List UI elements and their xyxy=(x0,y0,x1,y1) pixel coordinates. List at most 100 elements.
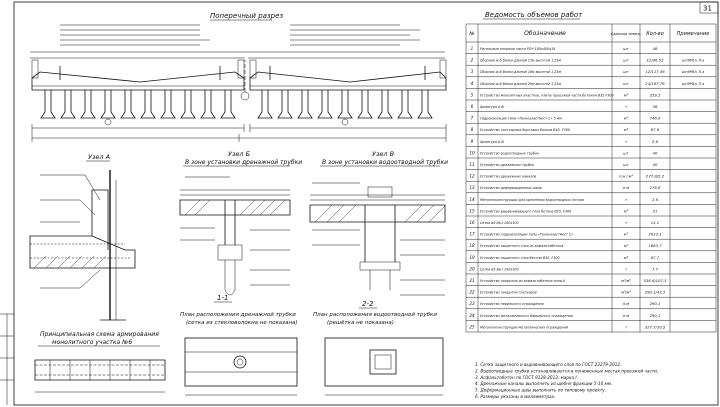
node-b-hatching xyxy=(184,199,286,216)
table-cell-qty: 1683,7 xyxy=(648,243,662,248)
node-b-title: Узел Б xyxy=(228,150,251,158)
table-header-note: Примечание xyxy=(677,31,710,37)
table-cell-unit: т xyxy=(625,325,628,329)
table-cell-num: 5 xyxy=(471,92,474,97)
table-cell-qty: 12/96,52 xyxy=(647,58,665,63)
scheme-title: Принципиальная схема армирования xyxy=(40,331,159,338)
table-cell-unit: п.м / м³ xyxy=(619,175,633,179)
table-cell-name: Ригельные опорные части РОЧ 180х400х18 xyxy=(480,47,555,51)
callout-circle xyxy=(104,118,112,126)
node-a-slab xyxy=(29,235,136,269)
node-b-pipe-outlet xyxy=(217,244,243,261)
table-cell-unit: м³ xyxy=(624,256,629,260)
note-line: 3. Асфальтобетон по ГОСТ 9128-2013, марк… xyxy=(475,375,578,380)
table-title: Ведомость объемов работ xyxy=(485,11,583,19)
table-cell-unit: п.м xyxy=(623,302,629,306)
table-cell-name: Устройство покрытия из асфальтобетона ти… xyxy=(480,279,566,283)
table-cell-name: Устройство металлического барьерного огр… xyxy=(480,314,573,318)
water-outlet-inner xyxy=(374,354,392,370)
node-v-grate xyxy=(367,186,393,198)
table-header-num: № xyxy=(468,31,474,37)
note-line: 1. Сетка защитного и выравнивающего слоя… xyxy=(475,362,621,367)
node-a-leaders xyxy=(40,174,101,289)
water-plan-sub: (решётка не показана) xyxy=(327,320,394,326)
table-header-unit: Единица измер. xyxy=(611,32,641,36)
table-cell-num: 19 xyxy=(469,255,475,260)
table-cell-qty: 2,6 xyxy=(652,139,659,144)
table-cell-qty: 48 xyxy=(653,46,658,51)
water-outlet-plan xyxy=(369,349,397,375)
table-cell-name: Сетка ø5 Вр-I 100х100 xyxy=(480,267,519,271)
table-cell-unit: п.м xyxy=(623,314,629,318)
table-cell-unit: т xyxy=(625,267,628,271)
table-cell-name: Устройство защитного слоя бетона B30, F3… xyxy=(480,256,560,260)
table-cell-num: 14 xyxy=(469,197,475,202)
table-cell-name: Устройство дренажных каналов xyxy=(480,175,536,179)
table-cell-name: Устройство гидроизоляции типа «Техноэлас… xyxy=(480,233,573,237)
node-v-title: Узел В xyxy=(372,150,395,158)
note-line: 4. Дренажные каналы выполнять из щебня ф… xyxy=(475,381,612,386)
table-cell-unit: т xyxy=(625,221,628,225)
cross-section-title: Поперечный разрез xyxy=(210,12,283,20)
table-cell-num: 24 xyxy=(469,313,475,318)
table-cell-qty: 536,6/107,3 xyxy=(643,278,667,283)
table-cell-name: Гидроизоляция типа «Техноэластмост С» 5 … xyxy=(480,117,562,121)
railing-left xyxy=(31,59,39,79)
table-cell-qty: 259,5 xyxy=(650,92,661,97)
node-b-slab xyxy=(179,199,291,216)
node-v-hatching xyxy=(314,204,446,223)
table-cell-unit: м²/м³ xyxy=(621,279,631,283)
node-v-view: Узел В В зоне установки водоотводной тру… xyxy=(309,150,448,309)
table-cell-qty: 276,6 xyxy=(650,185,661,190)
scheme-stirrups xyxy=(49,360,151,380)
table-cell-name: Сборная ж.б балка длиной 18м высотой 1,2… xyxy=(480,70,561,74)
table-cell-note: шт/М³бл. П-э xyxy=(682,82,705,86)
node-v-leaders xyxy=(312,182,445,296)
node-b-drain xyxy=(224,260,236,296)
table-cell-num: 2 xyxy=(471,58,474,63)
node-a-view: Узел А xyxy=(29,153,136,321)
table-header-qty: Кол-во xyxy=(646,31,664,37)
table-cell-qty: 290,1 xyxy=(650,301,661,306)
scheme-sub: монолитного участка №6 xyxy=(52,339,132,346)
table-cell-unit: т xyxy=(625,198,628,202)
table-cell-name: Устройство водоотводных трубок xyxy=(480,151,539,155)
table-cell-qty: 290,1 xyxy=(650,313,661,318)
table-cell-num: 3 xyxy=(471,69,474,74)
node-b-view: Узел Б В зоне установки дренажной трубки… xyxy=(179,150,302,303)
table-cell-qty: 12/117,36 xyxy=(645,69,665,74)
node-v-outlet xyxy=(359,261,401,271)
table-cell-name: Устройство выравнивающего слоя бетона B2… xyxy=(480,209,571,213)
table-cell-qty: 14,1 xyxy=(651,220,659,225)
node-v-subtitle: В зоне установки водоотводной трубки xyxy=(322,159,448,166)
bottom-dimensions xyxy=(31,124,447,142)
table-cell-num: 6 xyxy=(471,104,474,109)
table-cell-qty: 87,7 xyxy=(651,255,660,260)
table-cell-num: 20 xyxy=(469,266,475,271)
table-cell-num: 13 xyxy=(469,185,475,190)
table-cell-unit: м³ xyxy=(624,128,629,132)
table-cell-qty: 2033,1 xyxy=(648,232,661,237)
table-cell-name: Сетка ø5 Вр-I 100х100 xyxy=(480,221,519,225)
node-v-pipe xyxy=(364,205,396,262)
table-cell-qty: 746,9 xyxy=(650,116,661,121)
water-plan-title: План расположения водоотводной трубки xyxy=(313,312,437,318)
deck-slab-right xyxy=(249,71,447,91)
water-plan-outline xyxy=(324,337,444,387)
table-cell-unit: м² xyxy=(624,244,629,248)
scheme-outline xyxy=(34,359,166,381)
table-cell-unit: шт xyxy=(623,82,629,86)
drain-plan-title: План расположения дренажной трубки xyxy=(180,312,296,318)
node-b-pipe xyxy=(224,200,236,245)
table-cell-qty: 2,6 xyxy=(652,197,659,202)
table-cell-num: 10 xyxy=(469,150,475,155)
railing-center xyxy=(237,59,245,79)
table-cell-qty: 21 xyxy=(653,208,658,213)
table-cell-num: 23 xyxy=(469,301,475,306)
node-a-title: Узел А xyxy=(88,153,110,161)
table-cell-unit: шт xyxy=(623,47,629,51)
table-cell-num: 1 xyxy=(471,46,474,51)
table-cell-qty: 67,8 xyxy=(651,127,660,132)
table-cell-num: 9 xyxy=(471,139,474,144)
node-v-slab xyxy=(309,204,446,223)
